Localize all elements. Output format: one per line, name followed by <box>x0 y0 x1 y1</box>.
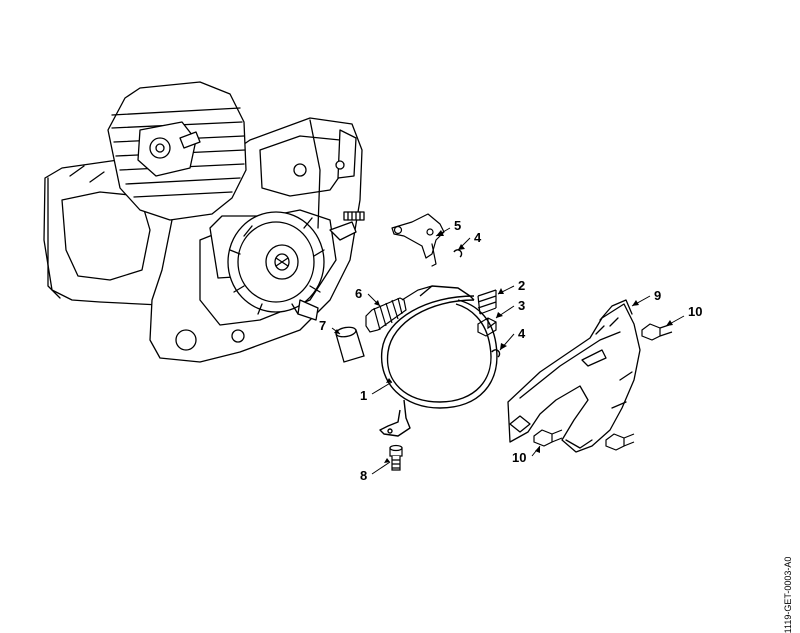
part-2-compression-spring <box>477 289 497 315</box>
part-8-screw <box>389 444 403 471</box>
reference-code-text: 1119-GET-0003-A0 <box>783 556 793 633</box>
part-6-tension-spring <box>365 285 433 333</box>
part-9-sprocket-cover <box>507 299 641 453</box>
callout-10-upper: 10 <box>688 304 702 319</box>
part-7-sleeve <box>335 326 365 363</box>
callout-3: 3 <box>518 298 525 313</box>
callout-4-lower: 4 <box>518 326 526 341</box>
callout-6: 6 <box>355 286 362 301</box>
part-5-brake-lever <box>391 213 445 267</box>
part-10-screw-upper <box>641 323 673 341</box>
part-10-screw-lower-left <box>533 429 563 447</box>
drawing-reference-code: 1119-GET-0003-A0 <box>782 556 794 633</box>
part-10-screw-lower-right <box>605 433 635 451</box>
part-3-pin <box>477 317 497 337</box>
callout-8: 8 <box>360 468 367 483</box>
callout-10-lower: 10 <box>512 450 526 465</box>
part-1-brake-band <box>379 285 498 437</box>
callout-5: 5 <box>454 218 461 233</box>
callout-9: 9 <box>654 288 661 303</box>
callout-4-upper: 4 <box>474 230 482 245</box>
part-4-e-clip-lower <box>491 349 501 358</box>
engine-crankcase-assembly <box>43 81 365 363</box>
part-4-e-clip-upper <box>453 249 463 258</box>
callout-2: 2 <box>518 278 525 293</box>
callout-7: 7 <box>319 318 326 333</box>
callout-1: 1 <box>360 388 367 403</box>
callout-arrowheads <box>334 230 673 463</box>
